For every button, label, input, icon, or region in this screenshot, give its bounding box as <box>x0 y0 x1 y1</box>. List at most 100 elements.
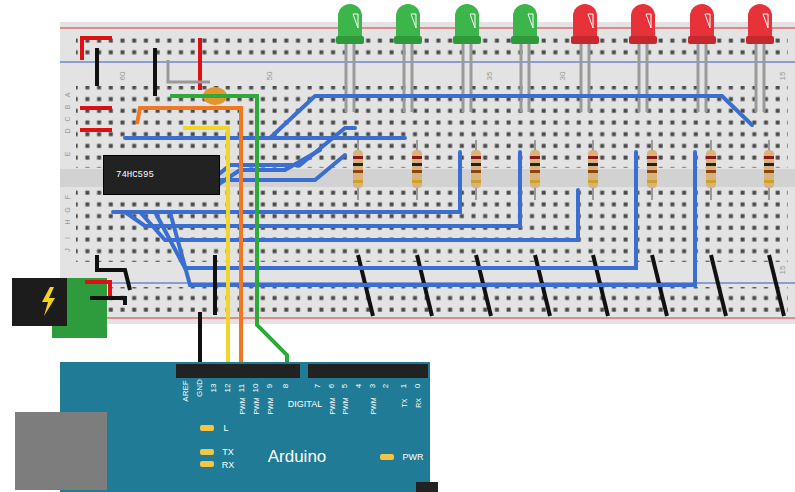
pin-number: 5 <box>341 384 349 388</box>
row-letter: E <box>64 152 71 157</box>
resistor-band <box>647 170 657 173</box>
column-number: 60 <box>119 72 127 81</box>
row-letter: A <box>64 93 71 98</box>
wire <box>153 48 157 96</box>
pin-header <box>416 482 438 492</box>
led-body <box>513 4 537 40</box>
pin-name: GND <box>196 379 204 397</box>
led-rim <box>453 36 481 44</box>
column-number: 50 <box>266 72 274 81</box>
wire <box>80 128 112 132</box>
pin-number: 8 <box>282 384 290 388</box>
led-leg <box>528 44 531 112</box>
led-leg <box>520 44 523 112</box>
led-body <box>631 4 655 40</box>
wire <box>213 255 217 315</box>
led-label: TX <box>222 448 234 457</box>
resistor-band <box>353 156 363 159</box>
led-body <box>338 4 362 40</box>
led-leg <box>462 44 465 112</box>
resistor-symbol <box>706 150 716 188</box>
resistor-band <box>471 156 481 159</box>
resistor-band <box>412 170 422 173</box>
resistor-symbol <box>764 150 774 188</box>
led-highlight <box>528 14 533 28</box>
led-rim <box>629 36 657 44</box>
resistor-band <box>471 163 481 166</box>
led-body <box>690 4 714 40</box>
resistor-band <box>764 163 774 166</box>
chip-label: 74HC595 <box>104 170 154 180</box>
led-rim <box>688 36 716 44</box>
led-label: L <box>223 424 228 433</box>
led-body <box>748 4 772 40</box>
led-rim <box>511 36 539 44</box>
power-rail-line <box>60 28 795 29</box>
pwm-label: PWM <box>239 397 246 414</box>
led-body <box>396 4 420 40</box>
power-symbol <box>42 287 55 316</box>
pin-number: 13 <box>210 384 218 393</box>
pin-header <box>308 364 428 378</box>
arduino-board <box>60 362 430 492</box>
resistor-symbol <box>471 150 481 188</box>
resistor-band <box>706 170 716 173</box>
pin-name: RX <box>415 398 422 408</box>
led-leg <box>580 44 583 112</box>
resistor-band <box>530 180 540 183</box>
resistor-band <box>647 163 657 166</box>
resistor-band <box>647 156 657 159</box>
row-letter: F <box>64 195 71 199</box>
resistor-band <box>764 180 774 183</box>
status-led <box>200 461 214 467</box>
led-leg <box>403 44 406 112</box>
led-leg <box>411 44 414 112</box>
resistor-band <box>588 156 598 159</box>
resistor-band <box>706 156 716 159</box>
led-highlight <box>588 14 593 28</box>
resistor-band <box>647 180 657 183</box>
led-label: PWR <box>403 453 424 462</box>
row-letter: H <box>64 219 71 224</box>
led-leg <box>697 44 700 112</box>
header-label: DIGITAL <box>288 400 322 409</box>
wire <box>769 255 784 316</box>
resistor-band <box>353 170 363 173</box>
pin-number: 6 <box>328 384 336 388</box>
resistor-band <box>471 170 481 173</box>
pwm-label: PWM <box>370 397 377 414</box>
wire <box>90 298 125 305</box>
led-rim <box>746 36 774 44</box>
led-leg <box>763 44 766 112</box>
pwm-label: PWM <box>267 397 274 414</box>
resistor-band <box>588 163 598 166</box>
status-led <box>200 449 214 455</box>
pin-number: 3 <box>369 384 377 388</box>
resistor-band <box>706 163 716 166</box>
resistor-band <box>471 180 481 183</box>
capacitor-lead <box>168 60 210 82</box>
led-leg <box>646 44 649 112</box>
pin-header <box>176 364 300 378</box>
breadboard <box>60 22 795 324</box>
pin-number: 10 <box>252 384 260 393</box>
usb-port <box>15 412 107 490</box>
pin-number: 1 <box>400 384 408 388</box>
pin-number: 9 <box>266 384 274 388</box>
wire <box>137 108 241 372</box>
column-number: 15 <box>779 72 787 81</box>
resistor-band <box>588 170 598 173</box>
resistor-band <box>353 180 363 183</box>
row-letter: B <box>64 105 71 110</box>
row-letter: I <box>64 237 71 239</box>
pin-number: 7 <box>314 384 322 388</box>
pin-number: 0 <box>414 384 422 388</box>
power-jack <box>12 278 67 326</box>
wire <box>80 106 112 110</box>
column-number: 30 <box>559 72 567 81</box>
resistor-band <box>588 180 598 183</box>
resistor-band <box>764 170 774 173</box>
resistor-symbol <box>588 150 598 188</box>
row-letter: G <box>64 207 71 212</box>
